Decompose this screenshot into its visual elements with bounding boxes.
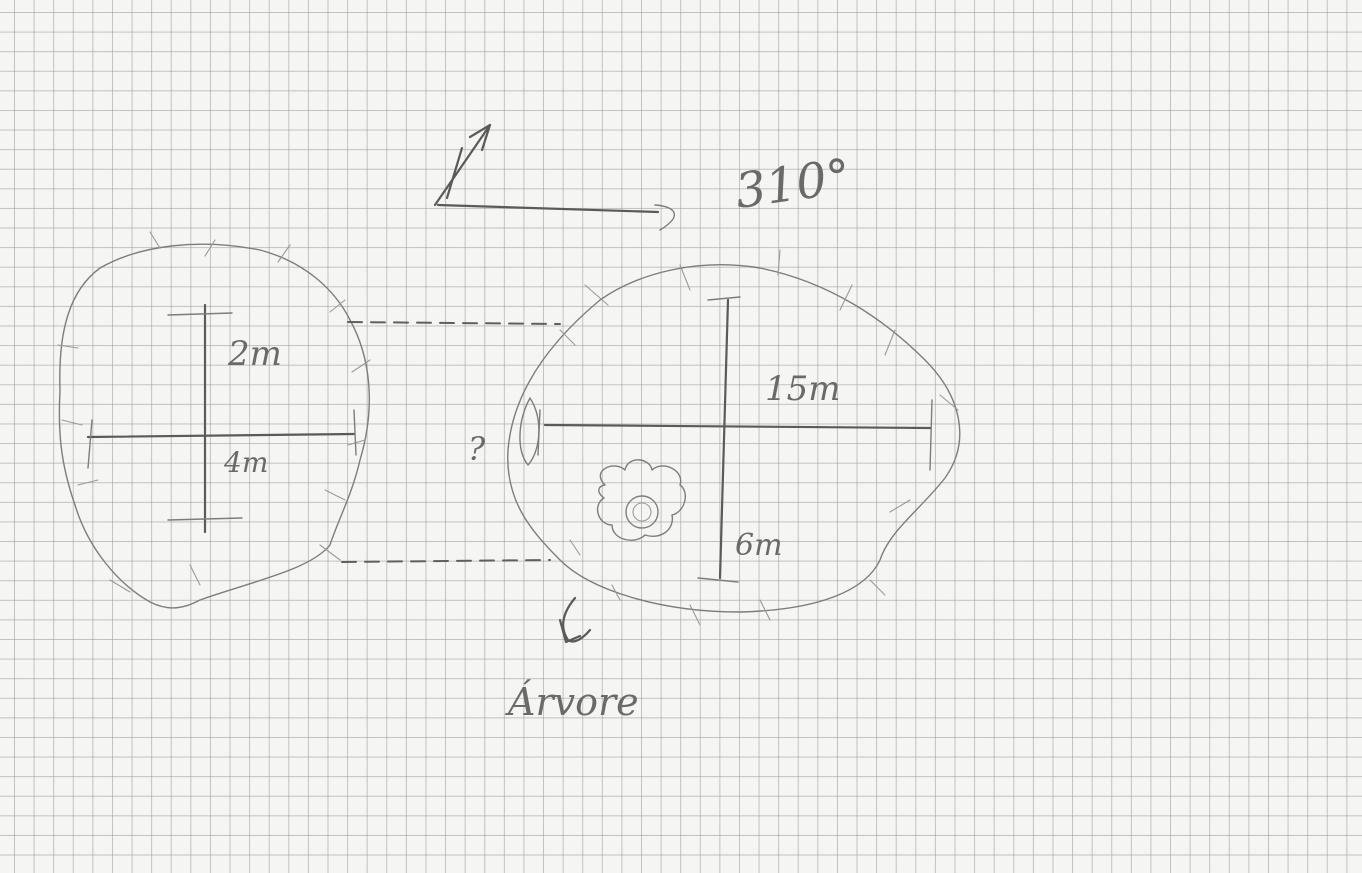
right-height-label: 6m [735,528,783,563]
right-area-tick-marks [559,249,959,626]
tree-icon [596,459,686,541]
left-area-tick-marks [57,231,371,593]
left-area-dimension-lines [86,303,357,534]
left-height-label: 2m [227,334,282,374]
right-width-label: 15m [765,369,841,409]
right-area-dimension-lines [537,296,933,583]
upper-dashed-connector [347,321,561,325]
tree-pointer-arrow [558,596,592,644]
north-arrow [433,123,676,231]
left-area-outline [58,243,370,609]
tree-label: Árvore [505,680,639,724]
left-width-label: 4m [223,446,268,479]
lower-dashed-connector [341,559,551,563]
right-area-outline [507,264,961,613]
unknown-gap-label: ? [468,430,486,468]
bearing-label: 310° [732,148,854,220]
right-area-inner-curve [519,397,540,466]
